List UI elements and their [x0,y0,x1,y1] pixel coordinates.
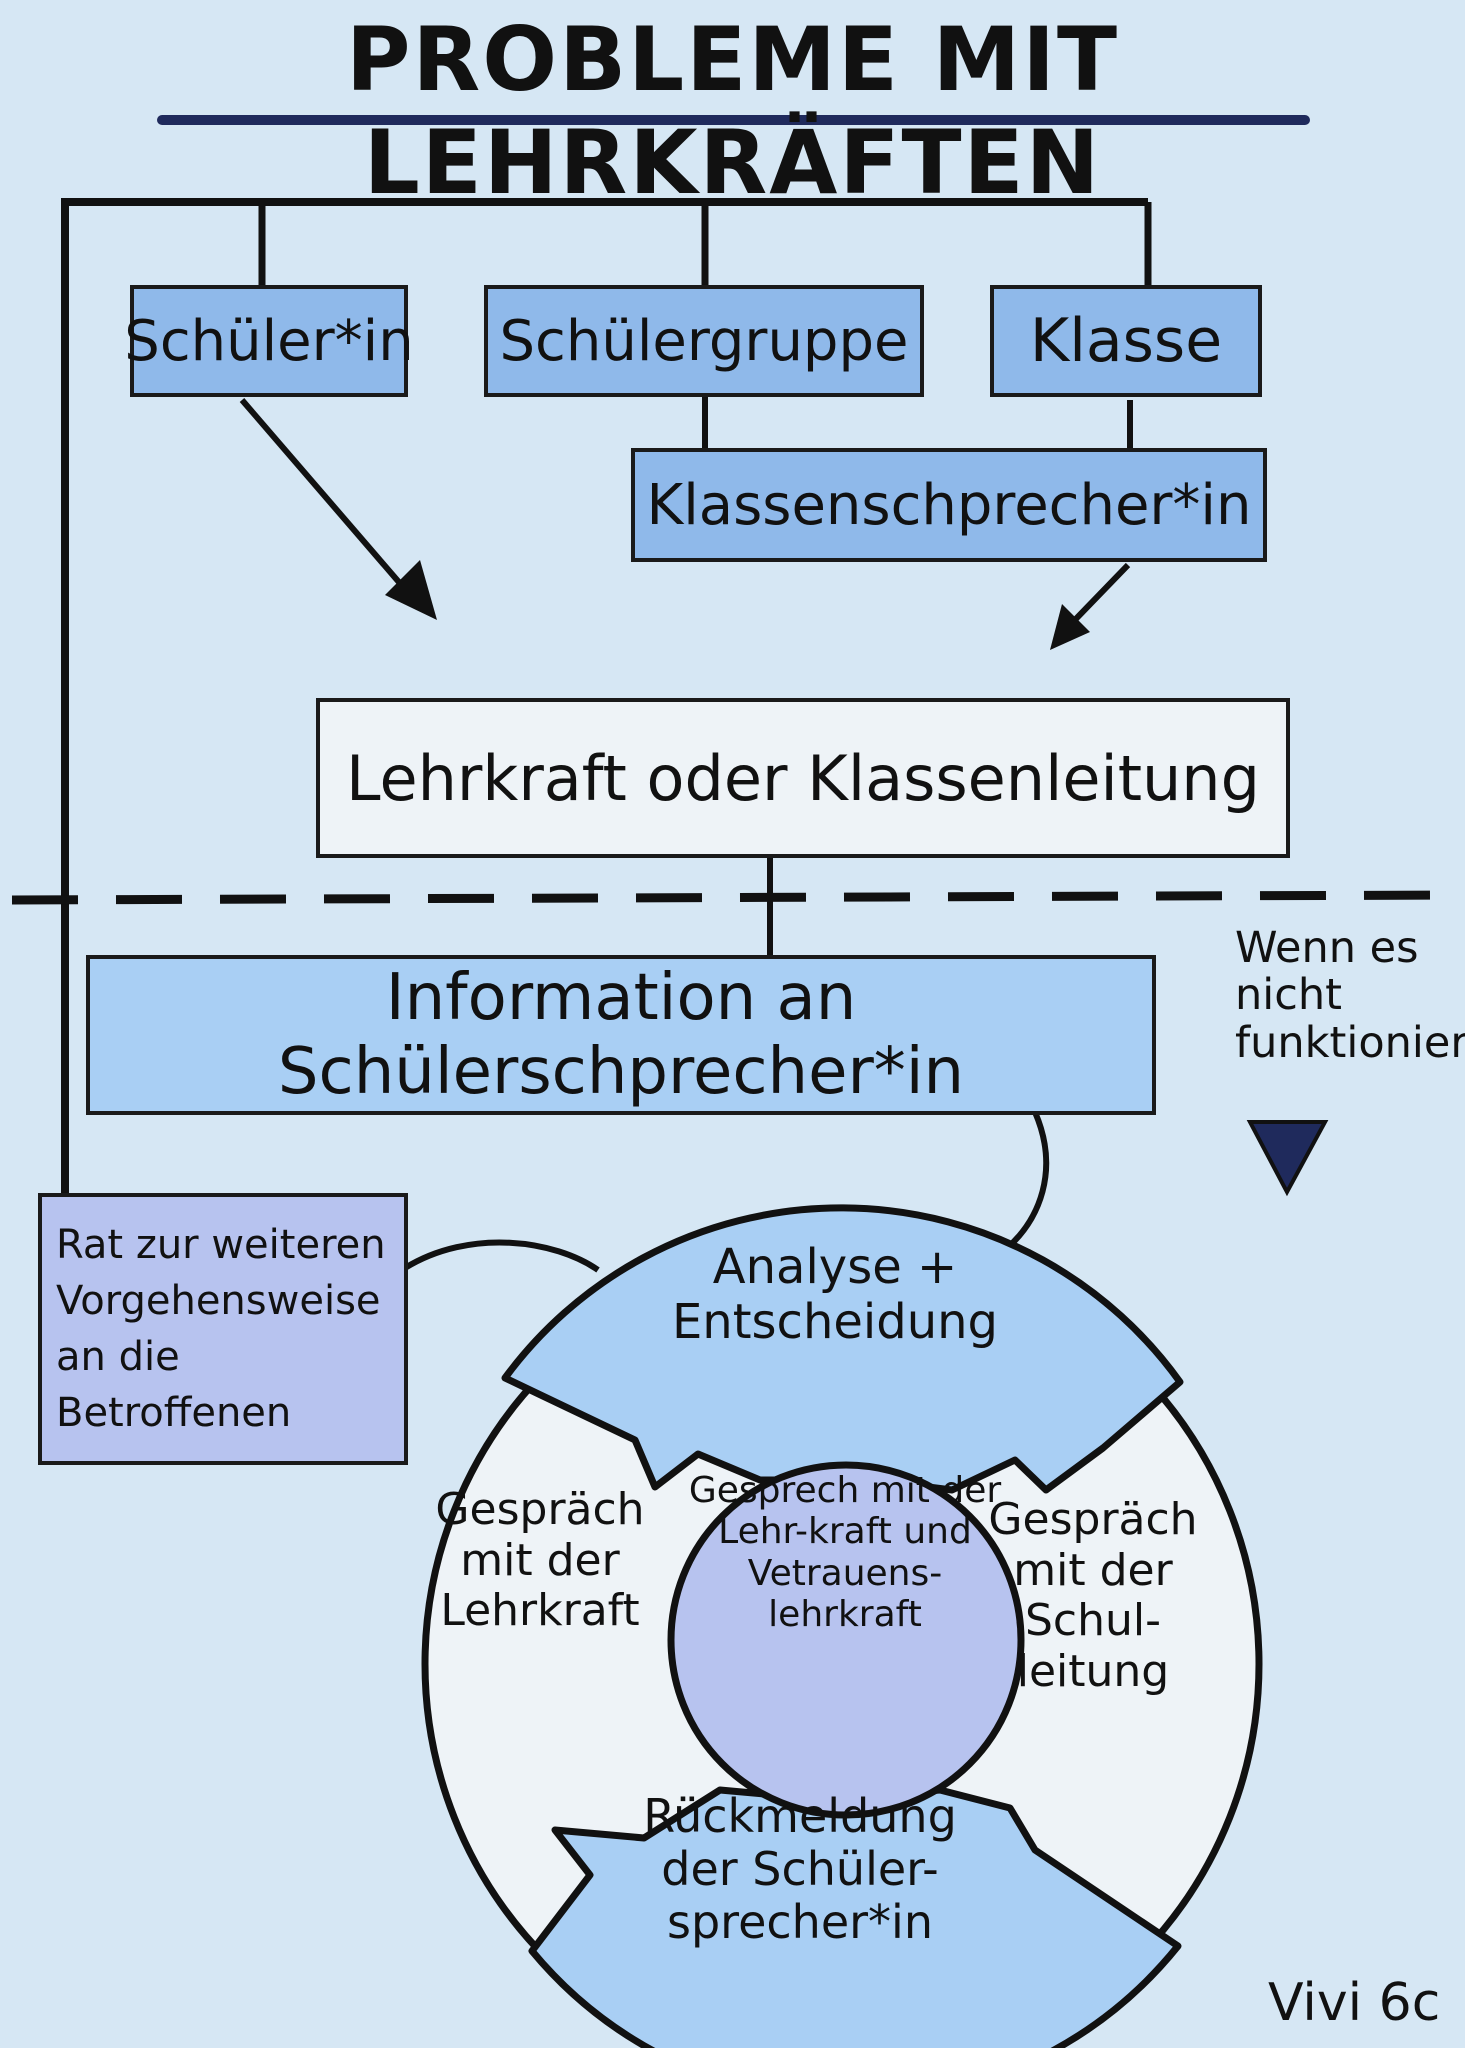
box-schuelergruppe-label: Schülergruppe [499,308,909,374]
box-schueler-label: Schüler*in [124,308,414,374]
arrow-schueler-shaft [239,398,413,597]
fallback-note: Wenn es nicht funktionierl [1235,924,1465,1067]
box-klassensprecher-label: Klassenschprecher*in [646,472,1252,538]
box-klassensprecher: Klassenschprecher*in [631,448,1267,562]
cycle-bottom-text: Rückmeldung der Schüler-sprecher*in [643,1789,957,1949]
fallback-triangle [1246,1120,1329,1197]
cycle-top-text: Analyse + Entscheidung [671,1239,999,1351]
cycle-center-circle [667,1461,1025,1819]
box-schuelergruppe: Schülergruppe [484,285,924,397]
top-bracket-line [61,198,1148,1195]
box-lehrkraft-label: Lehrkraft oder Klassenleitung [346,741,1260,815]
box-advice: Rat zur weiteren Vorgehensweise an die B… [38,1193,408,1465]
box-information-label: Information an Schülerschprecher*in [277,961,965,1109]
box-information: Information an Schülerschprecher*in [86,955,1156,1115]
cycle-right-label: Gespräch mit der Schul-leitung [978,1494,1208,1697]
box-klasse: Klasse [990,285,1262,397]
cycle-center-text: Gesprech mit der Lehr-kraft und Vetrauen… [688,1470,1002,1636]
cycle-center-label: Gesprech mit der Lehr-kraft und Vetrauen… [685,1470,1005,1636]
fallback-note-text: Wenn es nicht funktionierl [1235,923,1465,1068]
arrow-sprecher-shaft [1067,562,1131,628]
cycle-right-text: Gespräch mit der Schul-leitung [988,1494,1198,1697]
information-to-cycle-curve [1003,1110,1050,1253]
cycle-left-text: Gespräch mit der Lehrkraft [435,1484,645,1637]
cycle-bottom-segment [528,1786,1182,2048]
cycle-top-label: Analyse + Entscheidung [655,1239,1015,1351]
page-title: PROBLEME MIT LEHRKRÄFTEN [346,8,1119,214]
signature-text: Vivi 6c [1268,1973,1441,2033]
box-schueler: Schüler*in [124,285,414,397]
arrow-schueler-head [385,560,437,620]
signature: Vivi 6c [1268,1973,1458,2033]
box-klasse-label: Klasse [1029,306,1223,376]
arrow-sprecher-head [1050,604,1090,650]
box-advice-label: Rat zur weiteren Vorgehensweise an die B… [56,1222,386,1436]
box-lehrkraft: Lehrkraft oder Klassenleitung [316,698,1290,858]
dashed-divider [11,890,1456,905]
cycle-left-label: Gespräch mit der Lehrkraft [420,1484,660,1637]
cycle-top-segment [501,1204,1184,1494]
cycle-diagram [421,1204,1263,2048]
advice-to-cycle-curve [403,1239,600,1273]
cycle-bottom-label: Rückmeldung der Schüler-sprecher*in [610,1790,990,1949]
